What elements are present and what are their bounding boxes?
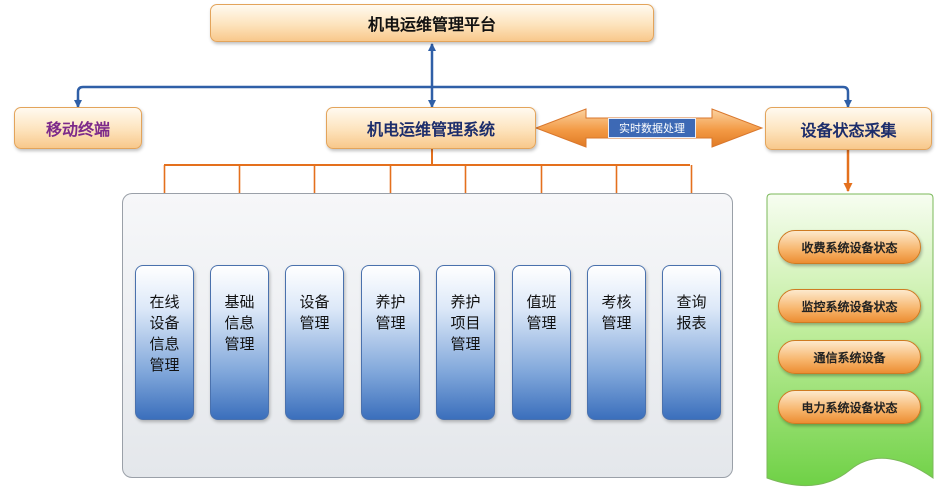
equipment-collection-box: 设备状态采集 <box>765 107 932 150</box>
module-label: 养护 管理 <box>375 293 406 332</box>
status-item: 监控系统设备状态 <box>778 289 921 323</box>
system-box: 机电运维管理系统 <box>326 107 536 149</box>
module-label: 查询 报表 <box>676 293 707 332</box>
platform-title: 机电运维管理平台 <box>367 15 496 34</box>
module-label: 考核 管理 <box>601 293 632 332</box>
module-box: 查询 报表 <box>662 265 721 420</box>
module-box: 值班 管理 <box>512 265 571 420</box>
module-box: 养护 项目 管理 <box>436 265 495 420</box>
status-item-label: 收费系统设备状态 <box>801 240 898 255</box>
module-box: 考核 管理 <box>587 265 646 420</box>
module-label: 基础 信息 管理 <box>224 293 255 353</box>
module-box: 设备 管理 <box>285 265 344 420</box>
module-box: 在线 设备 信息 管理 <box>135 265 194 420</box>
status-item: 通信系统设备 <box>778 340 921 374</box>
module-box: 养护 管理 <box>361 265 420 420</box>
mobile-terminal-box: 移动终端 <box>14 107 142 149</box>
data-link-text: 实时数据处理 <box>619 122 685 135</box>
data-link-label: 实时数据处理 <box>608 118 696 138</box>
module-label: 养护 项目 管理 <box>450 293 481 353</box>
module-label: 值班 管理 <box>526 293 557 332</box>
equipment-collection-label: 设备状态采集 <box>800 120 897 140</box>
platform-title-box: 机电运维管理平台 <box>210 4 654 42</box>
status-item-label: 通信系统设备 <box>813 350 886 365</box>
system-label: 机电运维管理系统 <box>366 120 495 139</box>
status-item-label: 电力系统设备状态 <box>801 400 898 415</box>
module-label: 设备 管理 <box>299 293 330 332</box>
module-box: 基础 信息 管理 <box>210 265 269 420</box>
status-item: 收费系统设备状态 <box>778 230 921 264</box>
mobile-terminal-label: 移动终端 <box>45 120 110 139</box>
branch-line <box>76 85 850 106</box>
status-item-label: 监控系统设备状态 <box>801 299 898 314</box>
module-label: 在线 设备 信息 管理 <box>149 293 180 374</box>
status-item: 电力系统设备状态 <box>778 390 921 424</box>
